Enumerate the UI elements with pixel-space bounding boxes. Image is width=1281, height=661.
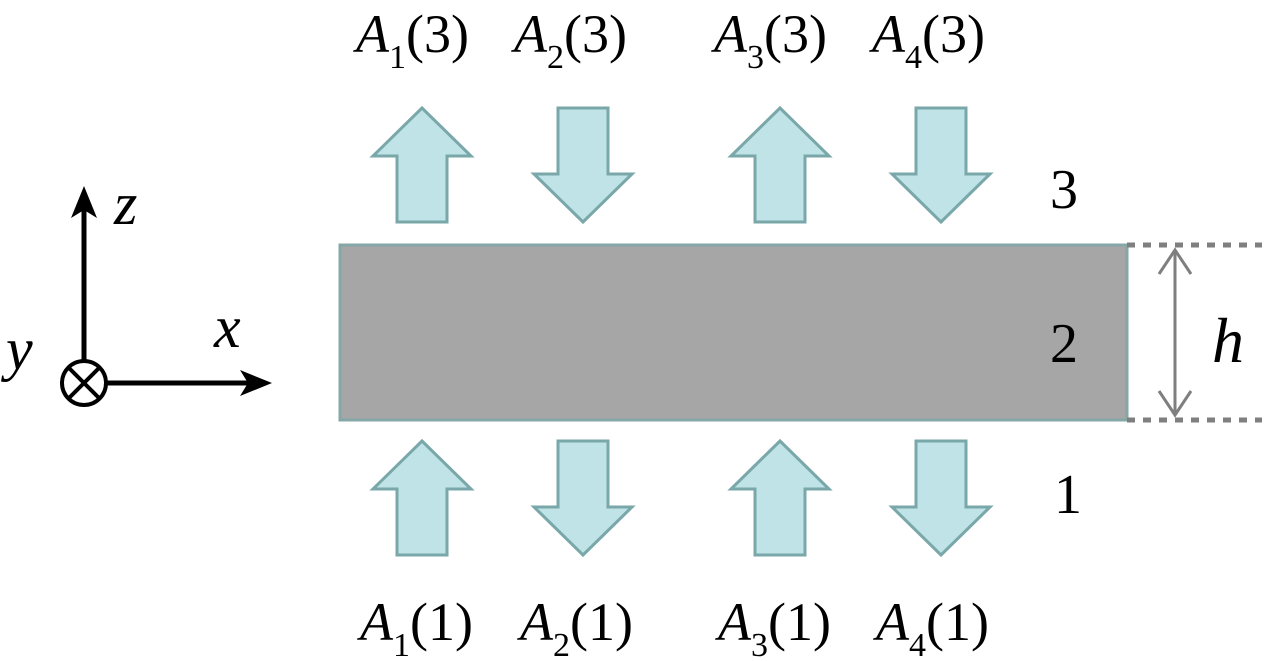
z-axis-arrowhead (71, 186, 97, 218)
x-axis-arrowhead (240, 370, 272, 396)
thickness-dimension: h (1127, 242, 1262, 423)
x-axis-label: x (213, 294, 241, 360)
amplitude-label-bottom: A4(1) (873, 592, 989, 661)
wave-arrow-up-icon (369, 105, 475, 224)
slab-region (338, 243, 1129, 422)
amplitude-label-top: A3(3) (711, 4, 827, 76)
amplitude-label-bottom: A3(1) (715, 592, 831, 661)
amplitude-label-bottom: A2(1) (517, 592, 633, 661)
amplitude-label-top: A1(3) (353, 4, 469, 76)
wave-arrow-down-icon (888, 106, 994, 225)
wave-arrow-up-icon (727, 105, 833, 224)
amplitude-label-bottom: A1(1) (357, 592, 473, 661)
y-axis-label: y (0, 316, 33, 382)
bottom-wave-arrows (369, 438, 994, 558)
region-3-label: 3 (1050, 159, 1078, 221)
region-2-label: 2 (1050, 313, 1078, 375)
dimension-arrow-down-icon (1157, 390, 1193, 418)
amplitude-label-top: A4(3) (869, 4, 985, 76)
wave-arrow-up-icon (727, 438, 833, 557)
wave-arrow-up-icon (369, 438, 475, 557)
amplitude-label-top: A2(3) (511, 4, 627, 76)
dimension-arrow-up-icon (1157, 247, 1193, 275)
bottom-amplitude-labels: A1(1) A2(1) A3(1) A4(1) (357, 592, 989, 661)
thickness-label: h (1212, 305, 1244, 376)
wave-arrow-down-icon (530, 439, 636, 558)
wave-arrow-down-icon (888, 439, 994, 558)
z-axis-label: z (113, 171, 137, 237)
top-amplitude-labels: A1(3) A2(3) A3(3) A4(3) (353, 4, 985, 76)
top-wave-arrows (369, 105, 994, 225)
wave-arrow-down-icon (530, 106, 636, 225)
coordinate-axes: z x y (0, 171, 272, 407)
region-1-label: 1 (1054, 464, 1082, 526)
